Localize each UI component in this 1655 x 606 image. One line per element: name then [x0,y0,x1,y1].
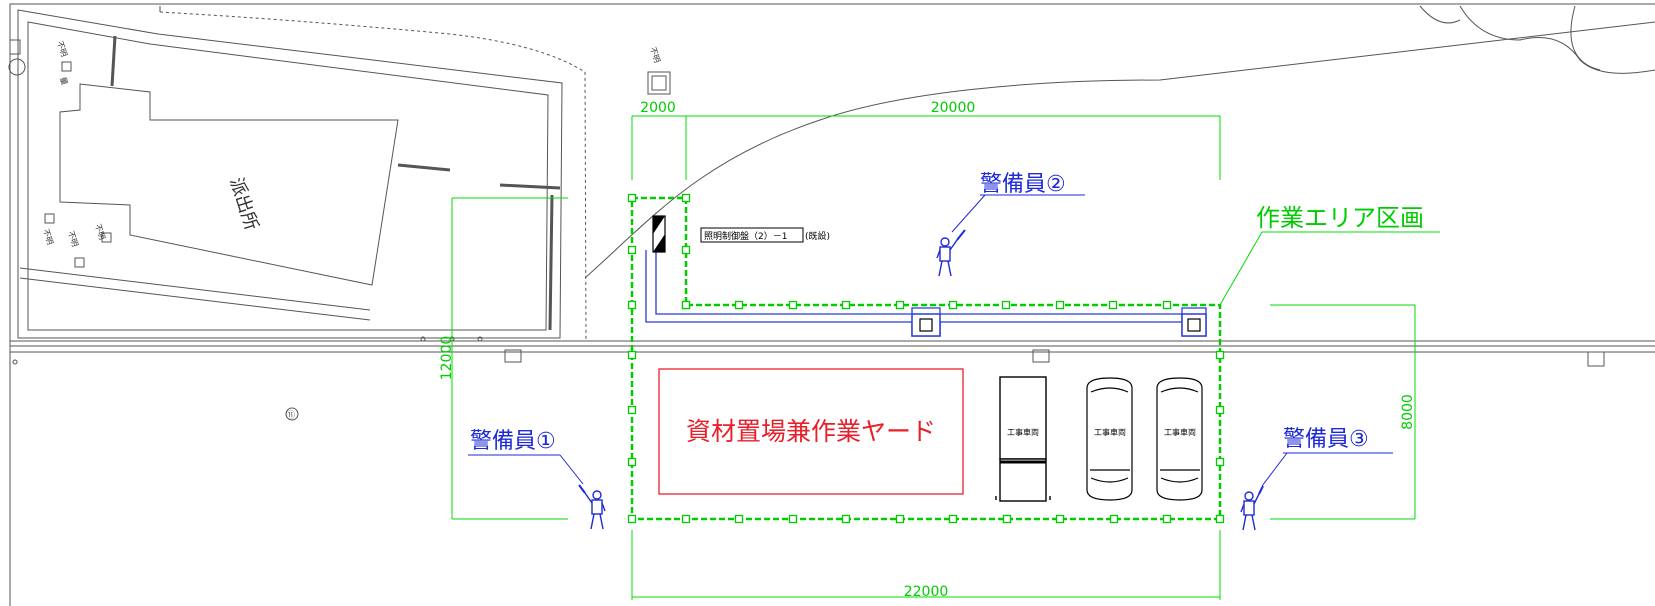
boundary-post [1055,514,1065,524]
guard-2-label: 警備員② [980,172,1066,197]
guard-2-figure [936,229,966,277]
unknown-mark-1: 不明 [55,40,69,58]
vehicle-2: 工事車両 [1086,377,1133,501]
guard-3-leader [1261,452,1288,487]
handhole-1-inner [919,318,933,332]
boundary-post [895,300,905,310]
dimension-top-short: 2000 [640,100,676,116]
dimension-top-long: 20000 [931,100,976,116]
control-panel-label: 照明制御盤（2）－1 [704,230,787,242]
handhole-1 [911,313,941,337]
boundary-post [1215,350,1225,360]
dimension-left: 12000 [439,336,455,381]
boundary-post [1108,300,1118,310]
small-mark: 量 [58,76,69,86]
boundary-post [948,300,958,310]
manhole-mark: 不明 [648,46,662,64]
boundary-post [1055,300,1065,310]
boundary-post [627,457,637,467]
dimension-bottom: 22000 [904,584,949,600]
background-linework [8,3,1655,606]
boundary-post [948,514,958,524]
unknown-mark-4: 不明 [93,223,107,241]
boundary-post [627,350,637,360]
control-panel-label-box [700,227,804,243]
handhole-2-inner [1187,318,1201,332]
dimension-right: 8000 [1400,394,1416,430]
yard-label: 資材置場兼作業ヤード [686,417,936,446]
guard-1-leader [559,454,584,485]
boundary-post [1215,514,1225,524]
boundary-post [895,514,905,524]
boundary-post [1109,514,1119,524]
guard-1-label: 警備員① [470,429,556,454]
boundary-post [788,300,798,310]
boundary-post [1002,514,1012,524]
boundary-post [681,245,691,255]
boundary-post [1215,405,1225,415]
guard-3-figure [1240,485,1264,531]
material-yard [658,368,964,495]
boundary-post [1162,514,1172,524]
boundary-post [734,300,744,310]
boundary-post [627,405,637,415]
circle-symbol: ⑪ [286,410,295,421]
vehicle-3: 工事車両 [1156,377,1203,501]
boundary-post [1215,457,1225,467]
dimension-lines [451,115,1440,600]
unknown-mark-3: 不明 [66,230,80,248]
vehicle-2-label: 工事車両 [1094,427,1126,437]
boundary-post [841,514,851,524]
boundary-post [681,514,691,524]
boundary-post [681,300,691,310]
handhole-2 [1181,313,1207,337]
guard-2-leader [951,194,986,233]
guard-1-figure [578,484,606,530]
work-area-posts [627,193,1225,524]
boundary-post [1162,300,1172,310]
boundary-post [627,300,637,310]
guard-3-label: 警備員③ [1283,427,1369,452]
work-area-label: 作業エリア区画 [1256,204,1424,232]
control-panel-note: (既設) [805,230,830,242]
boundary-post [841,300,851,310]
boundary-post [627,245,637,255]
boundary-post [627,193,637,203]
boundary-post [681,193,691,203]
building-label: 派出所 [225,175,262,233]
boundary-post [1001,300,1011,310]
vehicle-1: 工事車両 [995,376,1051,502]
vehicle-3-label: 工事車両 [1164,427,1196,437]
unknown-mark-2: 不明 [41,228,55,246]
boundary-post [627,514,637,524]
boundary-post [734,514,744,524]
boundary-post [788,514,798,524]
vehicle-1-label: 工事車両 [1007,427,1039,437]
control-panel-symbol [652,215,666,253]
